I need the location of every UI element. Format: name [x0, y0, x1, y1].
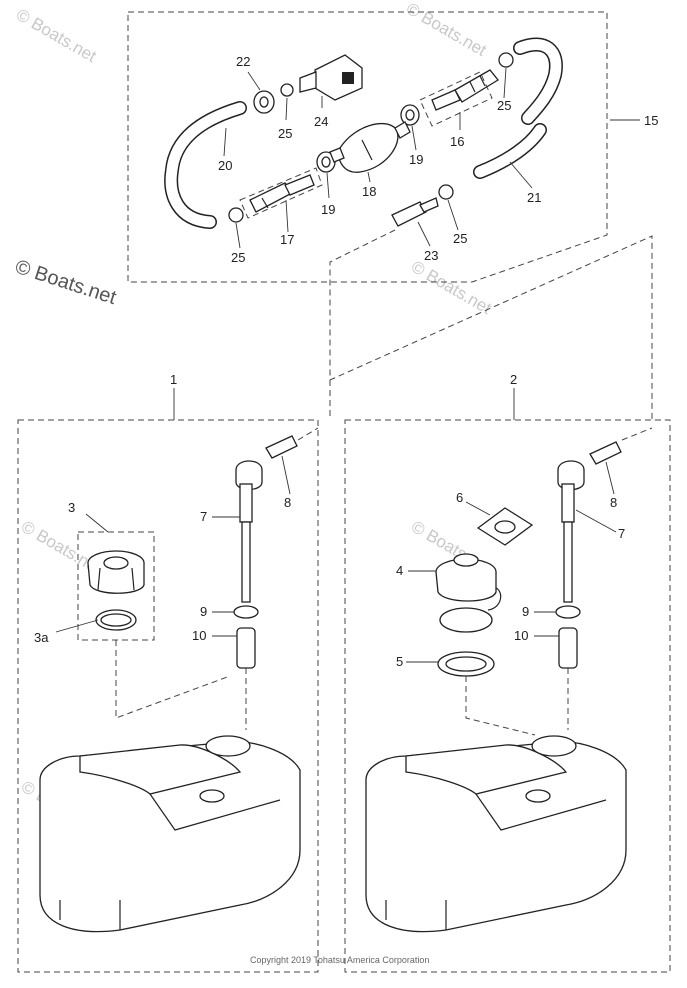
callout-7: 7 [200, 509, 207, 524]
watermark-tile: © Boats.net [13, 5, 100, 66]
fuel-tank-2 [365, 735, 627, 933]
fuel-pickup-7 [557, 460, 585, 603]
callout-25: 25 [278, 126, 292, 141]
o-ring-9 [233, 605, 259, 619]
callout-25: 25 [231, 250, 245, 265]
tank-2-boundary [344, 419, 671, 973]
hose-fitting-16 [431, 69, 499, 111]
fitting-16-boundary [419, 71, 493, 127]
callout-1: 1 [170, 372, 177, 387]
fuel-hose-20-inner [165, 102, 246, 228]
o-ring-19-hole [405, 109, 415, 121]
tank-connector-8 [589, 441, 622, 465]
callout-24: 24 [314, 114, 328, 129]
callout-19: 19 [321, 202, 335, 217]
callout-5: 5 [396, 654, 403, 669]
assembly-line [115, 640, 231, 719]
callout-8: 8 [610, 495, 617, 510]
cap-seal-4 [439, 607, 493, 633]
fuel-tank-1 [39, 735, 301, 933]
assembly-line [465, 676, 536, 736]
watermark-tile: © Boats.net [408, 257, 495, 318]
tank-connector-8 [265, 435, 298, 459]
callout-22: 22 [236, 54, 250, 69]
fuel-hose-right-inner [514, 39, 562, 124]
callout-6: 6 [456, 490, 463, 505]
fitting-17-boundary [239, 167, 323, 219]
cap-gasket-3a-inner [100, 613, 132, 627]
callout-7: 7 [618, 526, 625, 541]
fuel-cap-3 [87, 550, 145, 594]
hose-clamp-25 [498, 52, 514, 68]
callout-16: 16 [450, 134, 464, 149]
callout-3a: 3a [34, 630, 49, 645]
cap-3-boundary [77, 531, 155, 641]
fuel-cap-4 [435, 553, 502, 611]
fuel-pickup-7 [235, 460, 263, 603]
callout-19: 19 [409, 152, 423, 167]
primer-bulb-18 [329, 121, 411, 173]
callout-4: 4 [396, 563, 403, 578]
label-6-mark [494, 520, 516, 534]
fuel-connector-24 [299, 54, 363, 101]
watermark-tile: © Boats.net [403, 0, 490, 60]
connector-line [621, 427, 653, 441]
callout-23: 23 [424, 248, 438, 263]
fuel-filter-10 [558, 627, 578, 669]
connector-line [297, 427, 319, 441]
lock-ring-5-inner [445, 656, 487, 672]
callout-18: 18 [362, 184, 376, 199]
callout-21: 21 [527, 190, 541, 205]
callout-8: 8 [284, 495, 291, 510]
leader-lines [55, 67, 640, 663]
copyright-notice: Copyright 2019 Tohatsu America Corporati… [250, 955, 429, 965]
callout-9: 9 [200, 604, 207, 619]
washer-22-hole [259, 96, 269, 108]
callout-labels: 22 25 24 20 25 16 19 18 19 17 25 21 25 2… [34, 54, 658, 669]
hose-clamp-25 [280, 83, 294, 97]
callout-20: 20 [218, 158, 232, 173]
fuel-hose-21-inner [474, 124, 546, 178]
callout-3: 3 [68, 500, 75, 515]
callout-10: 10 [514, 628, 528, 643]
callout-15: 15 [644, 113, 658, 128]
hose-fitting-23 [391, 197, 439, 227]
watermark-main: © Boats.net [12, 256, 119, 309]
callout-2: 2 [510, 372, 517, 387]
watermark-group: © Boats.net © Boats.net © Boats.net © Bo… [12, 0, 494, 838]
callout-10: 10 [192, 628, 206, 643]
o-ring-19-hole [321, 156, 331, 168]
callout-25: 25 [497, 98, 511, 113]
hose-fitting-17 [249, 174, 315, 213]
hose-clamp-25 [228, 207, 244, 223]
connector-line [329, 229, 670, 421]
callout-25: 25 [453, 231, 467, 246]
hose-clamp-25 [438, 184, 454, 200]
callout-17: 17 [280, 232, 294, 247]
hose-assembly-boundary [127, 11, 608, 283]
tank-1-boundary [17, 419, 319, 973]
callout-9: 9 [522, 604, 529, 619]
o-ring-9 [555, 605, 581, 619]
fuel-filter-10 [236, 627, 256, 669]
